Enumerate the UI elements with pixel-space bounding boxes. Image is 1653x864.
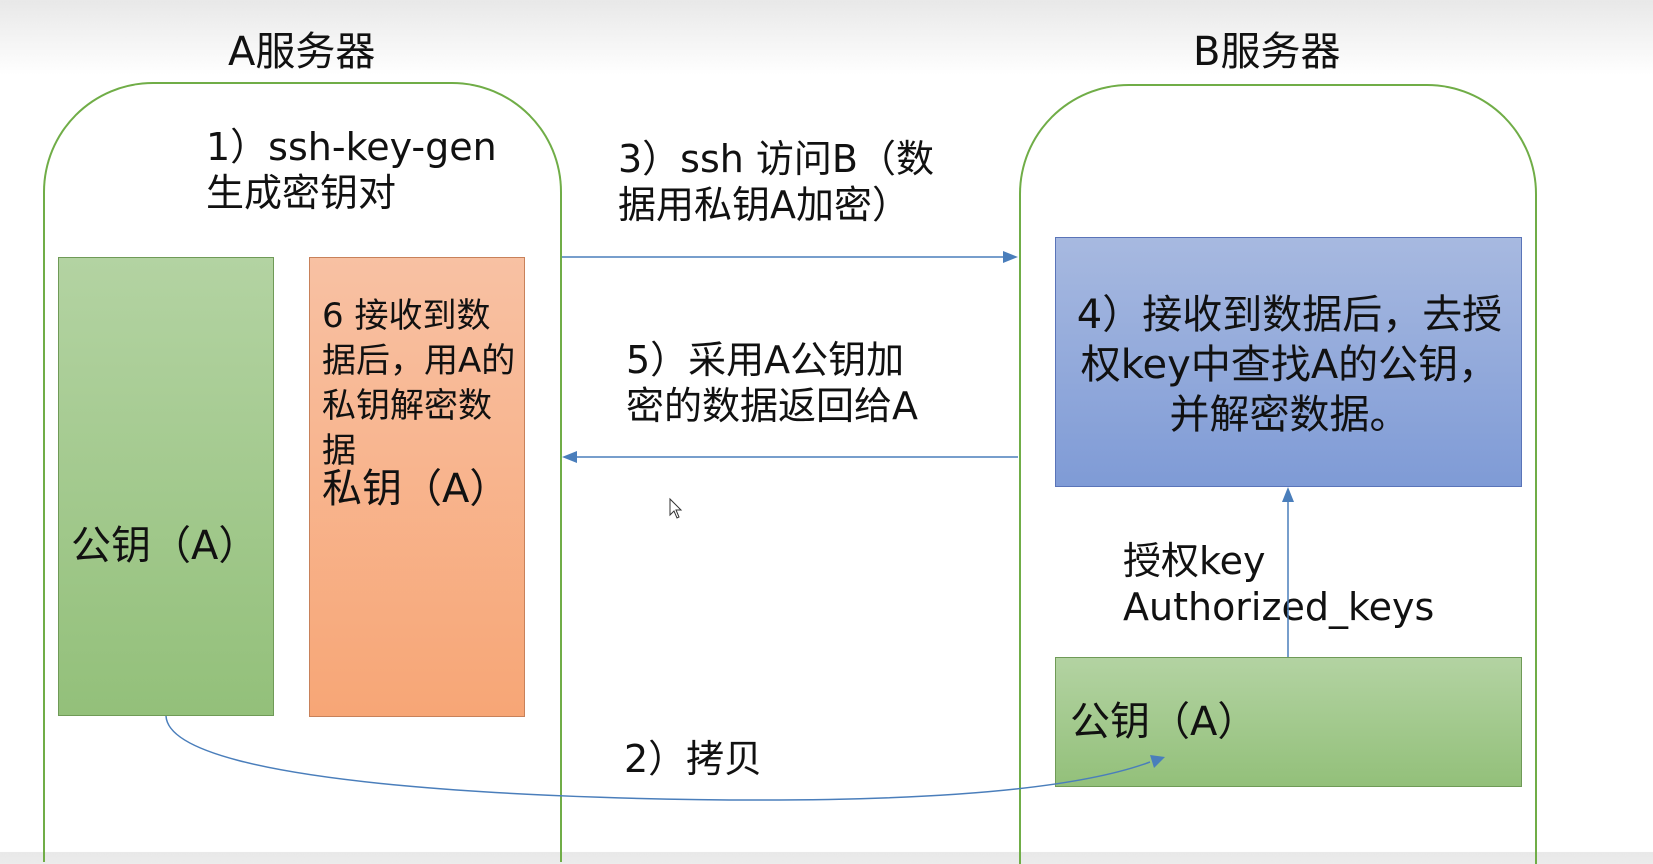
step5-line2: 密的数据返回给A [626,384,918,428]
authorized-keys-line2: Authorized_keys [1123,585,1435,629]
step3-line1: 3）ssh 访问B（数 [618,137,935,181]
step4-line: 权key中查找A的公钥， [1080,342,1499,388]
step2-label: 2）拷贝 [624,737,763,781]
server-a-public-key-label: 公钥（A） [71,523,259,569]
server-a-public-key-box: 公钥（A） [58,257,274,716]
step4-line: 4）接收到数据后，去授 [1076,292,1503,338]
server-b-public-key-box: 公钥（A） [1055,657,1522,787]
server-b-container [1019,84,1537,864]
step1-line2: 生成密钥对 [206,171,397,215]
step4-text: 4）接收到数据后，去授 权key中查找A的公钥， 并解密数据。 [1056,290,1523,440]
step2-arrowhead [1150,755,1165,768]
step6-line: 据后，用A的 [322,341,516,381]
authorized-keys-arrowhead [1282,487,1294,502]
authorized-keys-line1: 授权key [1123,539,1266,583]
step1-label: 1）ssh-key-gen 生成密钥对 [206,124,497,216]
step4-line: 并解密数据。 [1169,392,1410,438]
server-a-private-key-label: 私钥（A） [322,466,510,512]
step3-line2: 据用私钥A加密） [618,183,910,227]
step5-arrowhead [562,451,577,463]
server-a-container [43,82,562,862]
step6-text: 6 接收到数 据后，用A的 私钥解密数 据 [322,294,515,474]
step1-line1: 1）ssh-key-gen [206,125,497,169]
step2-copy-curve [165,715,1151,801]
step3-arrowhead [1003,251,1018,263]
authorized-keys-label: 授权key Authorized_keys [1123,538,1434,630]
step6-line: 6 接收到数 [322,296,491,336]
server-a-title: A服务器 [228,29,376,75]
step3-label: 3）ssh 访问B（数 据用私钥A加密） [618,136,934,228]
step6-line: 私钥解密数 [322,386,492,426]
step5-label: 5）采用A公钥加 密的数据返回给A [626,337,918,429]
step6-line: 据 [322,431,356,471]
step5-line1: 5）采用A公钥加 [626,338,905,382]
server-a-private-key-box: 6 接收到数 据后，用A的 私钥解密数 据 私钥（A） [309,257,525,717]
server-b-title: B服务器 [1193,29,1341,75]
mouse-cursor-icon [669,497,683,519]
server-b-public-key-label: 公钥（A） [1070,699,1258,745]
server-b-process-box: 4）接收到数据后，去授 权key中查找A的公钥， 并解密数据。 [1055,237,1522,487]
